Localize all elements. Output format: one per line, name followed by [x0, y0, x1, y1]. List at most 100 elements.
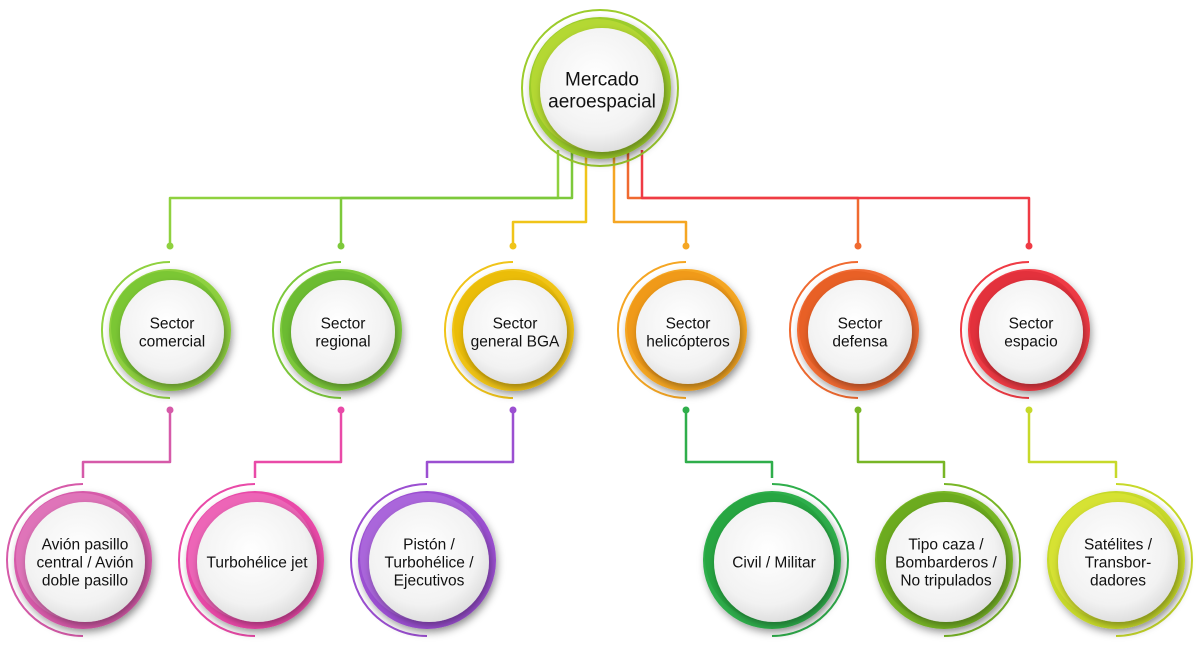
- connector-sector-to-leaf: [425, 410, 515, 478]
- leaf-label-line: Bombarderos /: [895, 554, 997, 571]
- sector-label-line: Sector: [1009, 316, 1054, 333]
- connector-dot: [166, 406, 174, 414]
- sector-label-line: espacio: [1004, 333, 1057, 350]
- sector-label-line: general BGA: [471, 333, 560, 350]
- root-label-line: Mercado: [565, 70, 639, 91]
- sector-label-line: defensa: [832, 333, 888, 350]
- outer-ring: [272, 261, 342, 399]
- connector-root-to-sector: [511, 150, 588, 246]
- connector-dot: [854, 242, 862, 250]
- leaf-label-line: Turbohélice jet: [206, 554, 308, 571]
- sector-label-line: Sector: [666, 316, 711, 333]
- sector-label-line: Sector: [493, 316, 538, 333]
- leaf-label-line: Avión pasillo: [42, 537, 129, 554]
- node-face: [369, 502, 489, 622]
- outer-ring: [943, 483, 1021, 637]
- leaf-label-line: Pistón /: [403, 537, 455, 554]
- connector-dot: [509, 406, 517, 414]
- node-face: [886, 502, 1006, 622]
- outer-ring: [444, 261, 514, 399]
- leaf-label: Satélites /Transbor-dadores: [1084, 537, 1153, 590]
- leaf-label-line: Civil / Militar: [732, 554, 816, 571]
- connector-dot: [166, 242, 174, 250]
- connector-root-to-sector: [339, 150, 574, 246]
- leaf-label-line: Ejecutivos: [394, 572, 465, 589]
- leaf-label: Tipo caza /Bombarderos /No tripulados: [895, 537, 997, 590]
- node-face: [636, 280, 740, 384]
- connector-dot: [1025, 242, 1033, 250]
- leaf-label-line: doble pasillo: [42, 572, 128, 589]
- node-face: [291, 280, 395, 384]
- outer-ring: [617, 261, 687, 399]
- connector-dot: [682, 242, 690, 250]
- leaf-node: Tipo caza /Bombarderos /No tripulados: [875, 483, 1021, 637]
- connector-sector-to-leaf: [81, 410, 172, 478]
- node-face: [25, 502, 145, 622]
- outer-ring: [6, 483, 84, 637]
- node-face: [808, 280, 912, 384]
- node-face: [120, 280, 224, 384]
- outer-ring: [101, 261, 171, 399]
- outer-ring: [771, 483, 849, 637]
- leaf-node: Turbohélice jet: [178, 483, 324, 637]
- node-face: [463, 280, 567, 384]
- connector-dot: [337, 406, 345, 414]
- leaf-label-line: central / Avión: [36, 554, 133, 571]
- leaf-label: Pistón /Turbohélice /Ejecutivos: [384, 537, 474, 590]
- connector-sector-to-leaf: [1027, 410, 1118, 478]
- outer-ring: [178, 483, 256, 637]
- connector-sector-to-leaf: [856, 410, 946, 478]
- leaf-node: Satélites /Transbor-dadores: [1047, 483, 1193, 637]
- connector-sector-to-leaf: [253, 410, 343, 478]
- node-face: [540, 28, 664, 152]
- connector-sector-to-leaf: [684, 410, 774, 478]
- connector-root-to-sector: [640, 150, 1031, 246]
- leaf-label-line: Turbohélice /: [384, 554, 474, 571]
- outer-ring: [521, 9, 680, 167]
- leaf-label-line: dadores: [1090, 572, 1146, 589]
- connector-dot: [854, 406, 862, 414]
- outer-ring: [350, 483, 428, 637]
- sector-label-line: regional: [315, 333, 370, 350]
- outer-ring: [960, 261, 1030, 399]
- leaf-label-line: Tipo caza /: [908, 537, 984, 554]
- connector-dot: [1025, 406, 1033, 414]
- connector-lines: [81, 150, 1118, 478]
- node-face: [197, 502, 317, 622]
- sector-label-line: comercial: [139, 333, 205, 350]
- sector-label-line: Sector: [150, 316, 195, 333]
- outer-ring: [1115, 483, 1193, 637]
- sector-label-line: helicópteros: [646, 333, 730, 350]
- node-face: [979, 280, 1083, 384]
- leaf-label-line: Satélites /: [1084, 537, 1153, 554]
- leaf-node: Pistón /Turbohélice /Ejecutivos: [350, 483, 496, 637]
- leaf-node: Civil / Militar: [703, 483, 849, 637]
- leaf-label: Turbohélice jet: [206, 554, 308, 571]
- sector-label-line: Sector: [321, 316, 366, 333]
- node-face: [1058, 502, 1178, 622]
- outer-ring: [789, 261, 859, 399]
- connector-dot: [509, 242, 517, 250]
- node-face: [714, 502, 834, 622]
- sector-label-line: Sector: [838, 316, 883, 333]
- root-label-line: aeroespacial: [548, 92, 656, 113]
- leaf-label: Civil / Militar: [732, 554, 816, 571]
- leaf-label-line: Transbor-: [1085, 554, 1152, 571]
